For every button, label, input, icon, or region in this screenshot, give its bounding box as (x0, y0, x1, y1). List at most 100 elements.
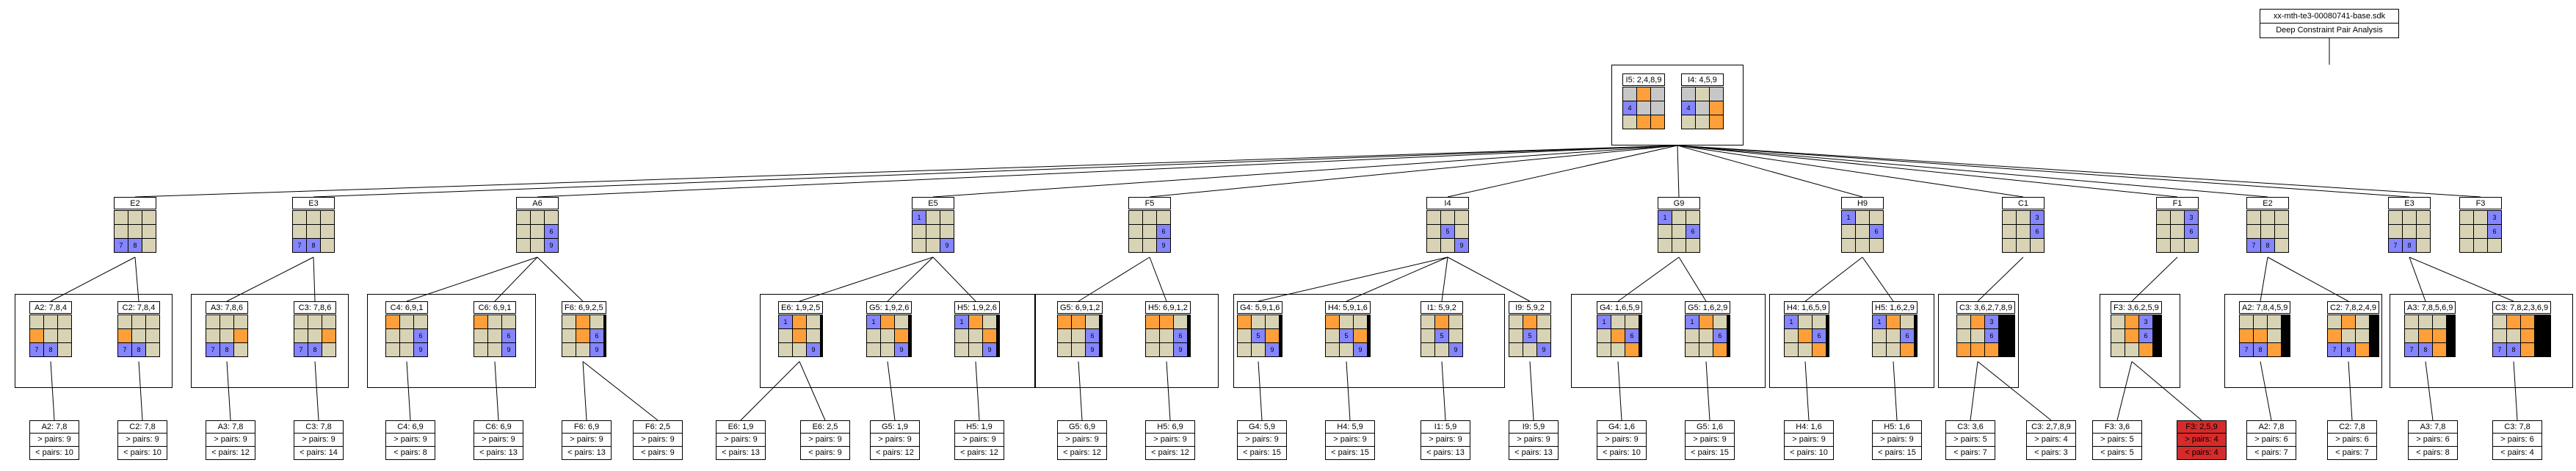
leaf-gt-pairs: > pairs: 9 (206, 434, 255, 447)
grid-cell (1901, 315, 1914, 328)
leaf-label: E6: 2,5 (800, 420, 850, 434)
grid-cell (2240, 329, 2253, 342)
leaf-label: H5: 1,6 (1872, 420, 1922, 434)
grid-cell: 1 (779, 315, 792, 328)
leaf-node: C3: 3,6> pairs: 5< pairs: 7 (1945, 420, 1995, 460)
grid-cell (1713, 315, 1727, 328)
grid-cell (2261, 225, 2274, 238)
edge-level0-level1 (1677, 145, 2268, 198)
grid-cell (1957, 343, 1970, 356)
leaf-gt-pairs: > pairs: 9 (385, 434, 435, 447)
grid-cell (1971, 343, 1984, 356)
grid-cell (1354, 315, 1367, 328)
grid-cell (2488, 239, 2501, 252)
grid-cell (206, 315, 219, 328)
leaf-label: F6: 6,9 (562, 420, 612, 434)
grid-cell: 9 (1455, 239, 1468, 252)
grid-cell (881, 329, 894, 342)
leaf-lt-pairs: < pairs: 12 (954, 447, 1004, 460)
grid-cell (2460, 239, 2473, 252)
leaf-gt-pairs: > pairs: 9 (1685, 434, 1735, 447)
grid-cell (1238, 315, 1251, 328)
level0-label: I5: 2,4,8,9 (1622, 73, 1665, 86)
level2-label: I1: 5,9,2 (1421, 301, 1463, 314)
grid-cell (1146, 343, 1159, 356)
leaf-node: G5: 1,6> pairs: 9< pairs: 15 (1685, 420, 1735, 460)
grid-cell: 4 (1682, 101, 1695, 115)
edge-level2-leaf (1258, 361, 1263, 421)
level2-label: C2: 7,8,2,4,9 (2327, 301, 2379, 314)
edge-level0-level1 (932, 145, 1678, 198)
cluster-level2 (1769, 294, 1934, 388)
leaf-node: I9: 5,9> pairs: 9< pairs: 13 (1509, 420, 1559, 460)
level2-label: I9: 5,9,2 (1509, 301, 1551, 314)
grid-cell (58, 343, 71, 356)
grid-cell (142, 211, 156, 224)
edge-level0-level1 (1677, 145, 1863, 198)
grid-cell (1901, 343, 1914, 356)
grid-cell (2417, 211, 2430, 224)
grid-cell (2157, 211, 2170, 224)
leaf-label: G5: 6,9 (1057, 420, 1107, 434)
level0-label: I4: 4,5,9 (1681, 73, 1724, 86)
edge-level2-leaf (2348, 361, 2353, 421)
level2-label: F3: 3,6,2,5,9 (2111, 301, 2162, 314)
grid-cell: 9 (502, 343, 515, 356)
grid-cell (1252, 315, 1265, 328)
grid-cell: 6 (1901, 329, 1914, 342)
grid-cell (142, 225, 156, 238)
edge-level2-leaf (887, 361, 896, 421)
grid-cell (2433, 315, 2446, 328)
grid-cell: 8 (44, 343, 57, 356)
leaf-label: H5: 1,9 (954, 420, 1004, 434)
grid-cell (321, 211, 334, 224)
grid-cell (1143, 211, 1156, 224)
grid-cell (793, 329, 806, 342)
level2-label: G4: 1,6,5,9 (1597, 301, 1643, 314)
grid-cell (926, 239, 940, 252)
leaf-label: F3: 2,5,9 (2177, 420, 2227, 434)
grid-cell (308, 315, 322, 328)
grid-cell (867, 343, 880, 356)
grid-cell: 6 (2185, 225, 2198, 238)
level1-label: E2 (114, 197, 156, 209)
grid-cell (1873, 343, 1886, 356)
grid-cell (2157, 225, 2170, 238)
leaf-label: I9: 5,9 (1509, 420, 1559, 434)
grid-cell: 4 (1623, 101, 1636, 115)
leaf-label: F6: 2,5 (633, 420, 683, 434)
grid-cell (1435, 343, 1448, 356)
grid-cell (2493, 329, 2506, 342)
grid-cell (2521, 315, 2534, 328)
grid-cell (2342, 329, 2355, 342)
grid-cell (2460, 211, 2473, 224)
grid-cell (400, 343, 413, 356)
level1-label: E3 (292, 197, 335, 209)
leaf-gt-pairs: > pairs: 9 (1597, 434, 1647, 447)
grid-cell (1686, 211, 1699, 224)
grid-cell (2003, 225, 2016, 238)
grid-cell: 9 (1086, 343, 1099, 356)
grid-cell (1058, 329, 1071, 342)
leaf-gt-pairs: > pairs: 9 (1784, 434, 1834, 447)
grid-cell (1710, 101, 1723, 115)
leaf-node: C4: 6,9> pairs: 9< pairs: 8 (385, 420, 435, 460)
grid-cell (293, 211, 306, 224)
grid-cell (926, 225, 940, 238)
leaf-gt-pairs: > pairs: 9 (474, 434, 523, 447)
grid-cell (590, 315, 603, 328)
